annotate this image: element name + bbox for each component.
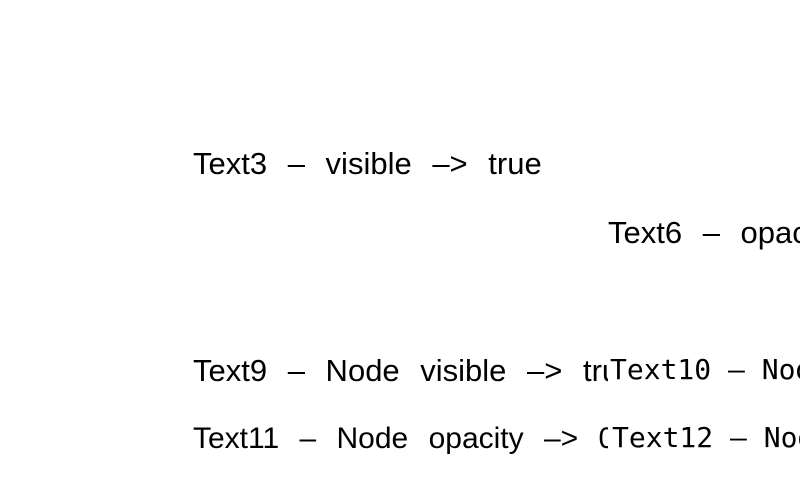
text-item-text9-clipbox: Text9 – Node visible –> true [193,355,608,397]
text-item-text6: Text6 – opacity [608,215,800,250]
text-item-text12: Text12 – Node opacity [612,421,800,454]
text-item-text3: Text3 – visible –> true [193,146,542,181]
text-item-text11-clipbox: Text11 – Node opacity –> 0 [193,424,608,466]
text-item-text9: Text9 – Node visible –> true [193,355,608,388]
text-item-text10: Text10 – Node visible [610,353,800,386]
text-item-text11: Text11 – Node opacity –> 0 [193,424,608,455]
